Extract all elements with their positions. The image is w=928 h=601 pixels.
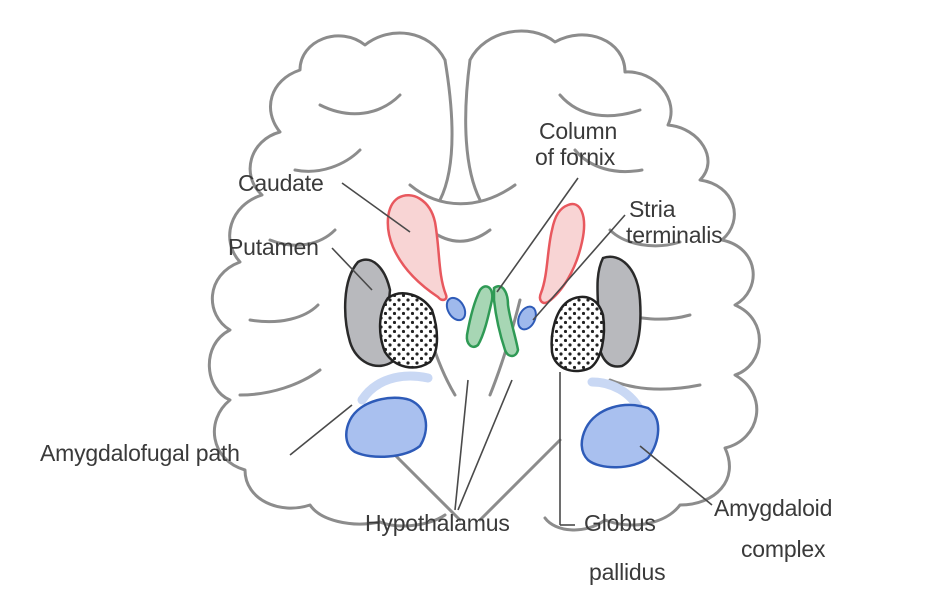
globus-pallidus-right <box>552 297 604 371</box>
amygdaloid-complex-right <box>582 405 658 467</box>
globus-pallidus-left <box>380 293 437 367</box>
label-globus-pallidus-line1: Globus <box>584 510 656 537</box>
label-hypothalamus: Hypothalamus <box>365 510 510 537</box>
label-stria-terminalis-line1: Stria <box>629 196 675 223</box>
brain-outline <box>209 31 759 530</box>
column-of-fornix-left <box>467 286 492 346</box>
label-caudate: Caudate <box>238 170 324 197</box>
label-amygdalofugal-path: Amygdalofugal path <box>40 440 240 467</box>
label-stria-terminalis-line2: terminalis <box>626 222 722 249</box>
label-amygdaloid-complex-line2: complex <box>741 536 825 563</box>
label-column-of-fornix-line2: of fornix <box>535 144 615 171</box>
label-amygdaloid-complex-line1: Amygdaloid <box>714 495 832 522</box>
putamen-right <box>597 257 640 367</box>
amygdaloid-complex-left <box>346 398 426 457</box>
caudate-left <box>388 195 447 300</box>
label-putamen: Putamen <box>228 234 319 261</box>
label-column-of-fornix-line1: Column <box>539 118 617 145</box>
label-globus-pallidus-line2: pallidus <box>589 559 665 586</box>
